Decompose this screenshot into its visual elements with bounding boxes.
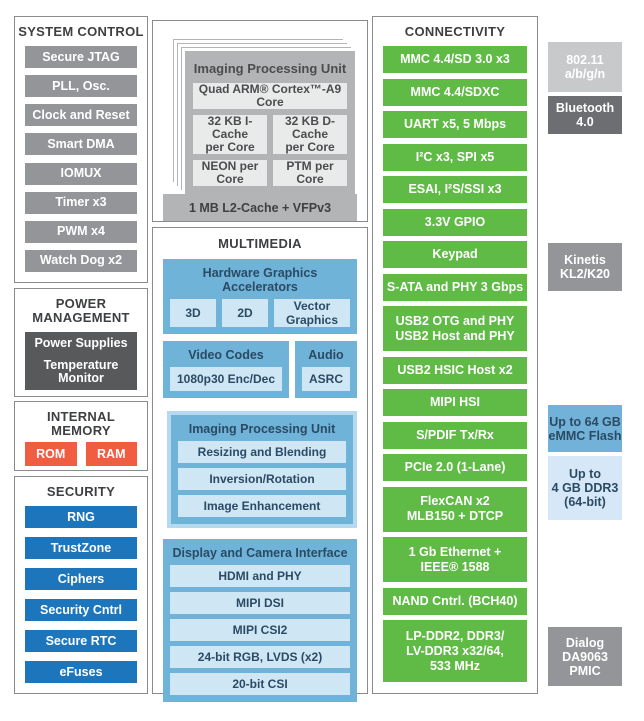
block-ptm: PTM per Core	[273, 160, 347, 186]
block-ethernet-ieee1588: 1 Gb Ethernet + IEEE® 1588	[383, 537, 527, 582]
video-codes-title: Video Codes	[188, 348, 264, 362]
cpu-stacked-card: Imaging Processing Unit Quad ARM® Cortex…	[185, 51, 355, 194]
block-power-supplies: Power Supplies	[25, 332, 137, 354]
power-management-title: POWER MANAGEMENT	[32, 296, 130, 325]
card-display-camera-interface: Display and Camera Interface HDMI and PH…	[163, 539, 357, 702]
block-dcache: 32 KB D-Cache per Core	[273, 115, 347, 154]
imaging-processing-unit-items: Resizing and Blending Inversion/Rotation…	[178, 441, 346, 517]
block-flexcan-mlb: FlexCAN x2 MLB150 + DTCP	[383, 486, 527, 532]
security-items: RNG TrustZone Ciphers Security Cntrl Sec…	[15, 499, 147, 693]
block-clock-reset: Clock and Reset	[25, 104, 137, 127]
imaging-processing-unit-inner: Imaging Processing Unit Resizing and Ble…	[171, 415, 353, 524]
block-secure-rtc: Secure RTC	[25, 630, 137, 652]
system-control-items: Secure JTAG PLL, Osc. Clock and Reset Sm…	[15, 39, 147, 282]
display-camera-interface-title: Display and Camera Interface	[172, 546, 348, 560]
block-rng: RNG	[25, 506, 137, 528]
block-nand-cntrl: NAND Cntrl. (BCH40)	[383, 587, 527, 615]
block-smart-dma: Smart DMA	[25, 133, 137, 156]
block-pll-osc: PLL, Osc.	[25, 75, 137, 98]
display-camera-interface-items: HDMI and PHY MIPI DSI MIPI CSI2 24-bit R…	[170, 565, 350, 695]
block-temperature-monitor: Temperature Monitor	[25, 354, 137, 390]
block-ram: RAM	[85, 442, 137, 466]
block-i2c-spi: I²C x3, SPI x5	[383, 143, 527, 171]
block-mipi-csi2: MIPI CSI2	[170, 619, 350, 641]
block-neon: NEON per Core	[193, 160, 267, 186]
peripheral-emmc-flash: Up to 64 GB eMMC Flash	[548, 405, 622, 452]
block-usb2-otg-host: USB2 OTG and PHY USB2 Host and PHY	[383, 306, 527, 351]
block-mmc-sdxc: MMC 4.4/SDXC	[383, 78, 527, 106]
card-graphics-accelerators: Hardware Graphics Accelerators 3D 2D Vec…	[163, 259, 357, 334]
block-spdif: S/PDIF Tx/Rx	[383, 421, 527, 449]
internal-memory-title: INTERNAL MEMORY	[46, 409, 116, 438]
group-power-management: POWER MANAGEMENT Power Supplies Temperat…	[14, 288, 148, 397]
cpu-cache-grid: 32 KB I-Cache per Core 32 KB D-Cache per…	[193, 115, 347, 186]
peripheral-ddr3: Up to 4 GB DDR3 (64-bit)	[548, 456, 622, 520]
block-asrc: ASRC	[302, 367, 350, 391]
block-inversion-rotation: Inversion/Rotation	[178, 468, 346, 490]
block-pwm: PWM x4	[25, 220, 137, 243]
block-watchdog: Watch Dog x2	[25, 249, 137, 272]
block-security-cntrl: Security Cntrl	[25, 599, 137, 621]
group-system-control: SYSTEM CONTROL Secure JTAG PLL, Osc. Clo…	[14, 16, 148, 283]
group-security: SECURITY RNG TrustZone Ciphers Security …	[14, 476, 148, 694]
peripheral-dialog-pmic: Dialog DA9063 PMIC	[548, 627, 622, 686]
block-efuses: eFuses	[25, 661, 137, 683]
card-audio: Audio ASRC	[295, 341, 357, 398]
block-vector-graphics: Vector Graphics	[274, 299, 350, 327]
multimedia-title: MULTIMEDIA	[218, 236, 302, 251]
block-image-enhancement: Image Enhancement	[178, 495, 346, 517]
block-l2-cache: 1 MB L2-Cache + VFPv3	[163, 194, 357, 221]
power-management-items: Power Supplies Temperature Monitor	[15, 325, 147, 400]
block-pcie: PCIe 2.0 (1-Lane)	[383, 454, 527, 481]
imaging-processing-unit-title: Imaging Processing Unit	[188, 422, 336, 436]
group-multimedia: MULTIMEDIA Hardware Graphics Accelerator…	[152, 227, 368, 702]
block-20bit-csi: 20-bit CSI	[170, 673, 350, 695]
block-lpddr2-ddr3: LP-DDR2, DDR3/ LV-DDR3 x32/64, 533 MHz	[383, 620, 527, 682]
block-trustzone: TrustZone	[25, 537, 137, 559]
graphics-accelerators-title: Hardware Graphics Accelerators	[202, 266, 318, 294]
block-rom: ROM	[25, 442, 77, 466]
graphics-accelerators-items: 3D 2D Vector Graphics	[170, 299, 350, 327]
connectivity-title: CONNECTIVITY	[404, 24, 506, 39]
block-mipi-dsi: MIPI DSI	[170, 592, 350, 614]
block-mipi-hsi: MIPI HSI	[383, 389, 527, 416]
security-title: SECURITY	[46, 484, 116, 499]
block-secure-jtag: Secure JTAG	[25, 46, 137, 68]
block-quad-cortex-a9: Quad ARM® Cortex™-A9 Core	[193, 83, 347, 109]
block-2d: 2D	[222, 299, 268, 327]
block-1080p30: 1080p30 Enc/Dec	[170, 367, 282, 391]
block-keypad: Keypad	[383, 241, 527, 268]
block-uart: UART x5, 5 Mbps	[383, 111, 527, 138]
connectivity-items: MMC 4.4/SD 3.0 x3 MMC 4.4/SDXC UART x5, …	[373, 39, 537, 693]
block-iomux: IOMUX	[25, 162, 137, 185]
block-ciphers: Ciphers	[25, 568, 137, 590]
block-sata-phy: S-ATA and PHY 3 Gbps	[383, 273, 527, 301]
block-hdmi-phy: HDMI and PHY	[170, 565, 350, 587]
block-mmc-sd: MMC 4.4/SD 3.0 x3	[383, 46, 527, 73]
block-timer: Timer x3	[25, 191, 137, 214]
block-24bit-rgb-lvds: 24-bit RGB, LVDS (x2)	[170, 646, 350, 668]
audio-title: Audio	[308, 348, 344, 362]
peripheral-wifi-802-11: 802.11 a/b/g/n	[548, 42, 622, 92]
block-resizing-blending: Resizing and Blending	[178, 441, 346, 463]
block-gpio: 3.3V GPIO	[383, 208, 527, 236]
cpu-card-title: Imaging Processing Unit	[193, 61, 347, 76]
group-cpu: Imaging Processing Unit Quad ARM® Cortex…	[152, 20, 368, 222]
block-esai-i2s-ssi: ESAI, I²S/SSI x3	[383, 176, 527, 203]
video-audio-row: Video Codes 1080p30 Enc/Dec Audio ASRC	[163, 341, 357, 398]
internal-memory-items: ROM RAM	[15, 438, 147, 476]
peripheral-bluetooth: Bluetooth 4.0	[548, 96, 622, 134]
system-control-title: SYSTEM CONTROL	[18, 24, 144, 39]
block-3d: 3D	[170, 299, 216, 327]
card-video-codes: Video Codes 1080p30 Enc/Dec	[163, 341, 289, 398]
card-imaging-processing-unit: Imaging Processing Unit Resizing and Ble…	[167, 411, 357, 528]
group-internal-memory: INTERNAL MEMORY ROM RAM	[14, 401, 148, 471]
block-icache: 32 KB I-Cache per Core	[193, 115, 267, 154]
block-usb2-hsic: USB2 HSIC Host x2	[383, 356, 527, 384]
peripheral-kinetis: Kinetis KL2/K20	[548, 243, 622, 291]
group-connectivity: CONNECTIVITY MMC 4.4/SD 3.0 x3 MMC 4.4/S…	[372, 16, 538, 694]
